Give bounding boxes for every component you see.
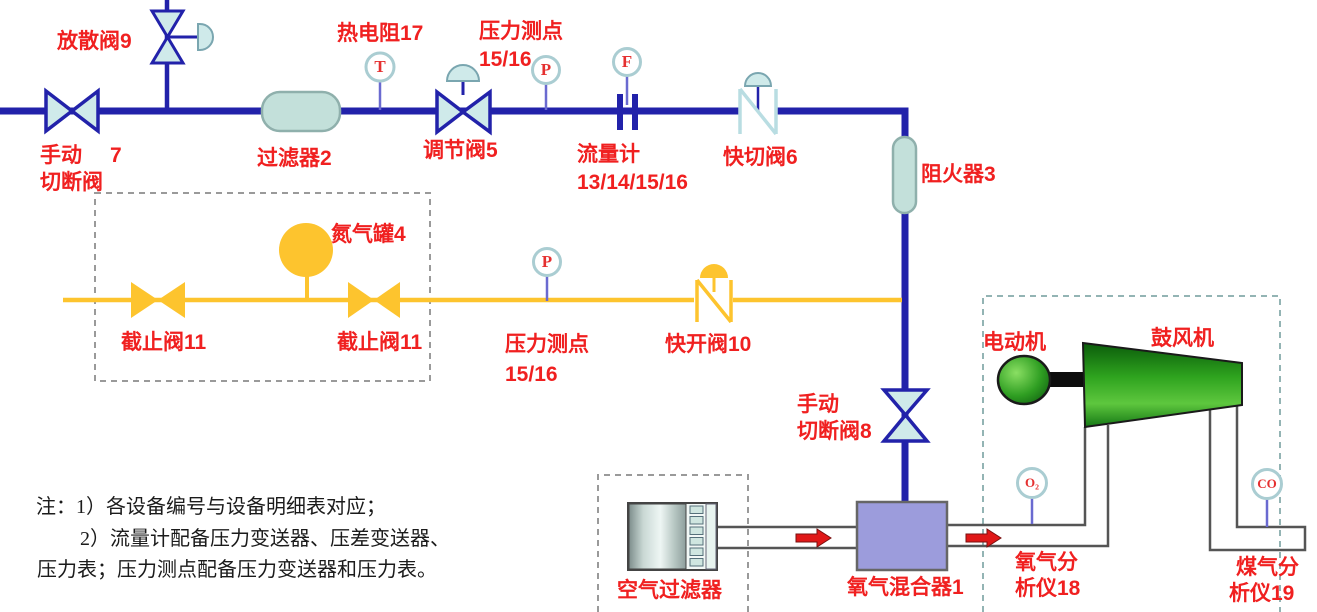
air-filter-symbol [627, 502, 718, 571]
label-stop-valve-11-left: 截止阀11 [121, 331, 207, 354]
vent-valve-9-symbol [149, 9, 214, 65]
label-manual-valve-7-line1: 手动 7 [40, 144, 122, 168]
label-flow-meter-line1: 流量计 [577, 143, 640, 166]
pressure-instrument-mid-letter: P [541, 252, 553, 271]
label-flame-arrester-3: 阻火器3 [921, 163, 996, 186]
stop-valve-11-left-symbol [131, 282, 185, 318]
pressure-instrument-mid-symbol [532, 247, 562, 301]
blower-symbol [1081, 341, 1243, 429]
flow-instrument-letter: F [621, 52, 633, 71]
flow-arrow-icon [795, 528, 832, 548]
label-quick-cut-valve-6: 快切阀6 [723, 146, 798, 169]
label-manual-valve-7-num: 7 [110, 144, 122, 167]
oxygen-analyzer-symbol [1016, 467, 1048, 524]
filter-2-symbol [260, 90, 342, 133]
label-pressure-point-mid-line1: 压力测点 [505, 333, 589, 356]
stop-valve-11-right-symbol [348, 282, 400, 318]
temperature-instrument-letter: T [374, 57, 386, 76]
oxygen-mixer-1-symbol [855, 500, 949, 572]
motor-shaft [1046, 372, 1086, 387]
pressure-instrument-top-symbol [531, 55, 561, 110]
gas-analyzer-symbol [1251, 468, 1283, 527]
label-pressure-point-top-line2: 15/16 [479, 48, 532, 71]
flow-meter-symbol [612, 47, 642, 130]
label-vent-valve-9: 放散阀9 [57, 30, 132, 53]
label-pressure-point-mid-line2: 15/16 [505, 363, 558, 386]
note-line-3: 压力表；压力测点配备压力变送器和压力表。 [37, 559, 437, 581]
flame-arrester-3-symbol [891, 135, 918, 215]
nitrogen-skid-dashed-box [94, 192, 431, 382]
label-nitrogen-tank-4: 氮气罐4 [331, 223, 406, 246]
label-air-filter: 空气过滤器 [617, 579, 722, 602]
label-pressure-point-top-line1: 压力测点 [479, 20, 563, 43]
pressure-instrument-top-letter: P [540, 60, 552, 79]
label-manual-valve-8-line2: 切断阀8 [797, 420, 872, 443]
quick-cut-valve-6-symbol [738, 72, 778, 136]
air-filter-dashed-box [597, 474, 749, 612]
label-thermal-resistor-17: 热电阻17 [337, 22, 424, 45]
quick-open-valve-10-symbol [695, 264, 733, 324]
label-control-valve-5: 调节阀5 [423, 139, 498, 162]
blower-skid-dashed-box [982, 295, 1281, 612]
label-stop-valve-11-right: 截止阀11 [337, 331, 423, 354]
label-filter-2: 过滤器2 [257, 147, 332, 170]
label-gas-analyzer-line2: 析仪19 [1229, 582, 1295, 605]
label-oxygen-analyzer-line1: 氧气分 [1015, 551, 1078, 574]
flow-arrow-icon [965, 528, 1002, 548]
label-manual-valve-7-line2: 切断阀 [40, 171, 103, 194]
note-line-2: 2）流量计配备压力变送器、压差变送器、 [80, 528, 450, 550]
label-blower: 鼓风机 [1151, 327, 1214, 350]
filter-to-mixer-pipe [716, 525, 857, 550]
manual-valve-8-symbol [880, 388, 931, 443]
label-flow-meter-line2: 13/14/15/16 [577, 171, 688, 194]
manual-valve-7-symbol [44, 87, 100, 135]
label-gas-analyzer-line1: 煤气分 [1236, 556, 1299, 579]
nitrogen-tank-4-symbol [279, 223, 333, 300]
label-motor: 电动机 [983, 331, 1046, 354]
motor-symbol [996, 354, 1052, 406]
label-oxygen-mixer-1: 氧气混合器1 [847, 576, 964, 599]
control-valve-5-symbol [435, 64, 492, 136]
note-line-1: 注：1）各设备编号与设备明细表对应； [36, 496, 386, 518]
label-manual-valve-8-line1: 手动 [797, 393, 839, 416]
label-manual-valve-7-name: 手动 [40, 144, 82, 167]
mixer-to-blower-pipe [947, 425, 1110, 548]
label-quick-open-valve-10: 快开阀10 [665, 333, 752, 356]
temperature-instrument-symbol [364, 51, 396, 110]
co-instrument-letter: CO [1257, 476, 1277, 491]
oxygen-instrument-letter: O₂ [1024, 475, 1040, 490]
blower-outlet-pipe [1208, 406, 1307, 552]
label-oxygen-analyzer-line2: 析仪18 [1015, 577, 1081, 600]
